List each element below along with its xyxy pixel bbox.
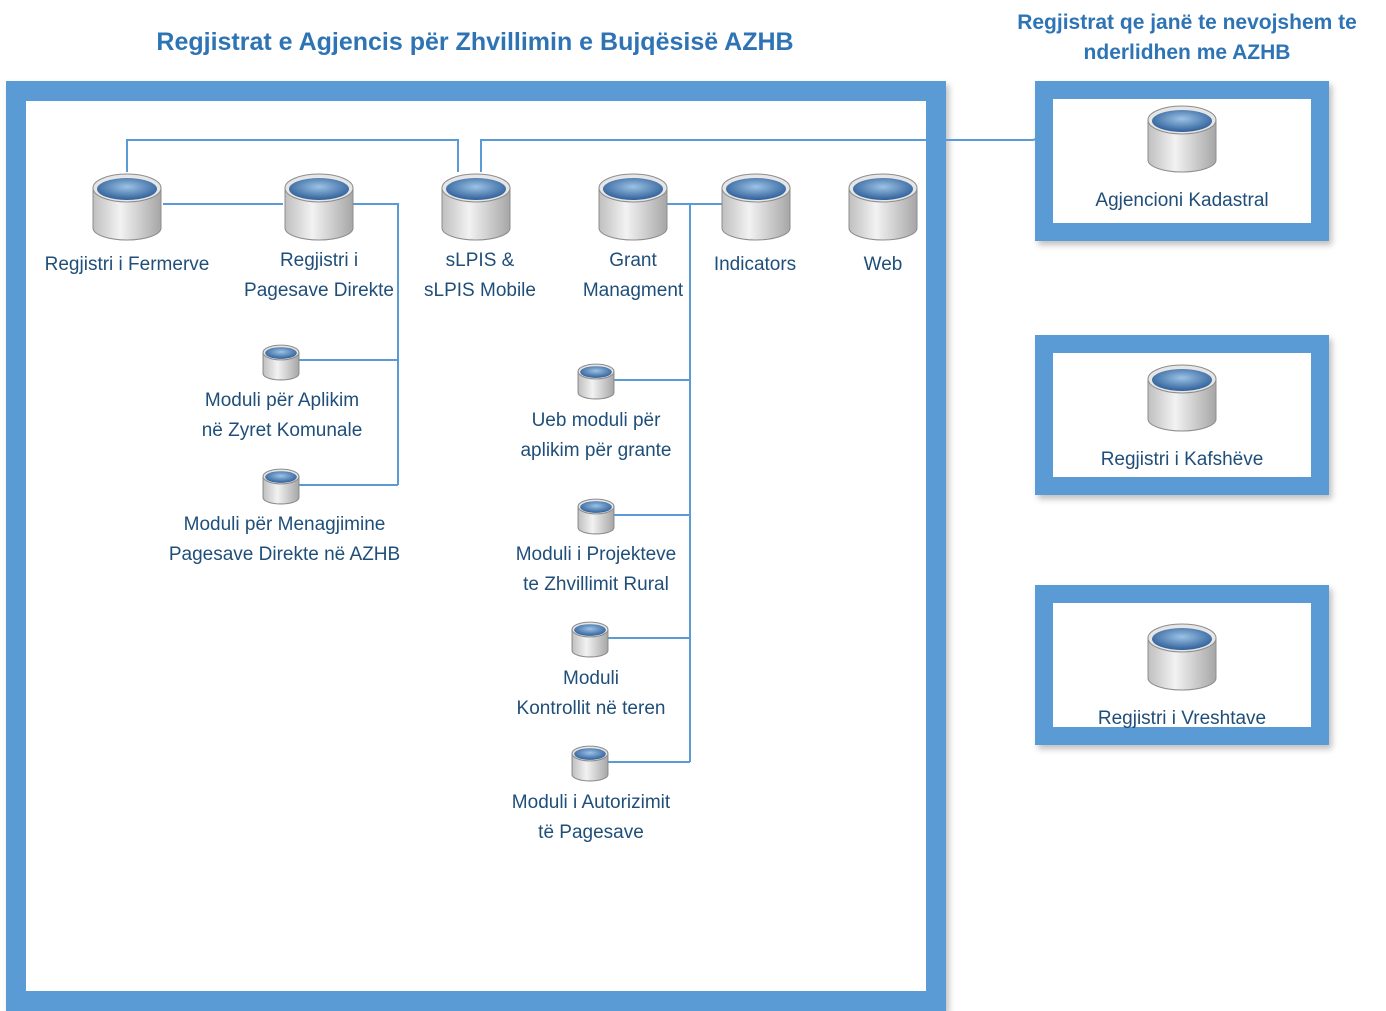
grant-line-2: Managment	[582, 280, 684, 301]
ueb-grante-label: Ueb moduli për aplikim për grante	[481, 406, 711, 466]
kadastral-database-icon	[1146, 102, 1218, 174]
kafsheve-database-icon	[1146, 361, 1218, 433]
pagesave-direkte-line-1: Regjistri i	[279, 250, 359, 271]
kafsheve-label: Regjistri i Kafshëve	[1100, 449, 1264, 470]
slpis-line-2: sLPIS Mobile	[424, 280, 536, 301]
side-panel-title: Regjistrat qe janë te nevojshem te nderl…	[985, 8, 1386, 68]
vreshtave-label: Regjistri i Vreshtave	[1097, 708, 1267, 729]
fermerve-label: Regjistri i Fermerve	[27, 250, 227, 280]
aplikim-zyret-label: Moduli për Aplikim në Zyret Komunale	[162, 386, 402, 446]
pagesave-direkte-line-2: Pagesave Direkte	[244, 280, 394, 301]
diagram-title: Regjistrat e Agjencis për Zhvillimin e B…	[156, 28, 794, 56]
web-label-line: Web	[863, 254, 903, 275]
kontrollit-line-2: Kontrollit në teren	[516, 698, 666, 719]
link-fermerve-slpis	[126, 139, 459, 172]
fermerve-label-line: Regjistri i Fermerve	[44, 254, 210, 275]
autorizimit-database-icon	[571, 744, 609, 782]
kadastral-label: Agjencioni Kadastral	[1095, 190, 1269, 211]
menagjimine-label: Moduli për Menagjimine Pagesave Direkte …	[142, 510, 427, 570]
indicators-label: Indicators	[695, 250, 815, 280]
aplikim-zyret-database-icon	[262, 343, 300, 381]
slpis-label: sLPIS & sLPIS Mobile	[400, 246, 560, 306]
vreshtave-database-icon	[1146, 620, 1218, 692]
projekteve-line-1: Moduli i Projekteve	[515, 544, 677, 565]
side-title-line-2: nderlidhen me AZHB	[1083, 41, 1291, 64]
link-slpis-kadastral	[480, 133, 1053, 172]
aplikim-zyret-line-2: në Zyret Komunale	[201, 420, 363, 441]
grant-database-icon	[597, 170, 669, 242]
fermerve-database-icon	[91, 170, 163, 242]
web-database-icon	[847, 170, 919, 242]
kontrollit-line-1: Moduli	[563, 668, 619, 689]
ueb-grante-database-icon	[577, 362, 615, 400]
pagesave-direkte-label: Regjistri i Pagesave Direkte	[219, 246, 419, 306]
web-label: Web	[833, 250, 933, 280]
slpis-line-1: sLPIS &	[445, 250, 515, 271]
projekteve-line-2: te Zhvillimit Rural	[523, 574, 669, 595]
menagjimine-line-1: Moduli për Menagjimine	[183, 514, 386, 535]
autorizimit-line-2: të Pagesave	[538, 822, 644, 843]
indicators-database-icon	[720, 170, 792, 242]
aplikim-zyret-line-1: Moduli për Aplikim	[204, 390, 360, 411]
grant-label: Grant Managment	[563, 246, 703, 306]
ueb-grante-line-2: aplikim për grante	[520, 440, 672, 461]
autorizimit-label: Moduli i Autorizimit të Pagesave	[476, 788, 706, 848]
projekteve-database-icon	[577, 497, 615, 535]
autorizimit-line-1: Moduli i Autorizimit	[511, 792, 671, 813]
kontrollit-label: Moduli Kontrollit në teren	[476, 664, 706, 724]
projekteve-label: Moduli i Projekteve te Zhvillimit Rural	[481, 540, 711, 600]
indicators-label-line: Indicators	[713, 254, 797, 275]
side-title-line-1: Regjistrat qe janë te nevojshem te	[1017, 11, 1357, 34]
ueb-grante-line-1: Ueb moduli për	[531, 410, 661, 431]
kontrollit-database-icon	[571, 620, 609, 658]
menagjimine-database-icon	[262, 467, 300, 505]
pagesave-direkte-database-icon	[283, 170, 355, 242]
menagjimine-line-2: Pagesave Direkte në AZHB	[168, 544, 401, 565]
bus-pagesave-direkte	[353, 203, 399, 485]
slpis-database-icon	[440, 170, 512, 242]
grant-line-1: Grant	[609, 250, 657, 271]
